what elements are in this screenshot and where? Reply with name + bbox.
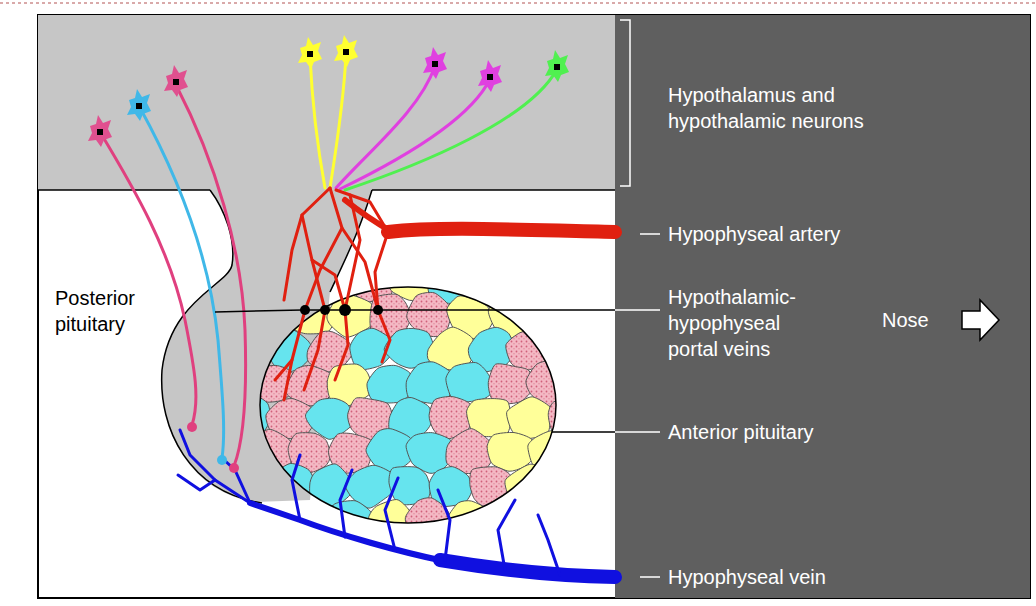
- leader-line: [640, 233, 660, 235]
- bracket: [620, 20, 630, 186]
- gland-cell: [545, 331, 591, 371]
- leader-line: [552, 431, 615, 433]
- portal-vein: [304, 310, 325, 390]
- axons: [100, 54, 557, 466]
- lobe-label: Anterior pituitary: [668, 419, 968, 445]
- gland-cell: [505, 464, 551, 505]
- axon: [139, 106, 224, 458]
- anterior-lobe-outline: [260, 287, 556, 523]
- neuron-body: [334, 35, 358, 67]
- gland-cell: [548, 468, 594, 508]
- region-label: Hypothalamus and hypothalamic neurons: [668, 82, 908, 134]
- hypothalamus-region: [38, 15, 615, 190]
- hypophyseal-vein: [440, 560, 615, 577]
- axon: [330, 54, 346, 188]
- portal-vein: [378, 310, 390, 362]
- axon: [345, 69, 557, 190]
- leader-line: [640, 576, 660, 578]
- neuron-body: [423, 47, 447, 79]
- gland-cell: [469, 263, 516, 302]
- neuron-body: [164, 65, 188, 97]
- gland-cell: [247, 295, 293, 339]
- gland-cell: [529, 298, 576, 338]
- label-holder: Anterior pituitary: [668, 419, 968, 445]
- gland-cell: [367, 365, 412, 403]
- portal-vein: [335, 310, 348, 380]
- infundibulum-posterior-lobe: [162, 190, 372, 502]
- leader-line: [305, 309, 615, 311]
- label-holder: Hypothalamus and hypothalamic neurons: [668, 82, 908, 134]
- veins: [178, 430, 615, 577]
- neuron-body: [545, 50, 569, 82]
- label-panel: [615, 15, 1030, 598]
- posterior-lobe-outline: [162, 190, 262, 503]
- gland-cell: [227, 330, 272, 371]
- gland-cell: [548, 262, 594, 302]
- axon: [340, 79, 490, 189]
- frame: [38, 15, 1030, 598]
- gland-cell: [446, 362, 495, 401]
- anterior-cells: [225, 259, 594, 542]
- neuron-body: [127, 89, 151, 121]
- gland-cell: [528, 431, 575, 475]
- neuron-body: [298, 37, 322, 69]
- leader-line: [615, 309, 660, 311]
- top-rule: [0, 2, 1036, 4]
- leader-line: [615, 431, 660, 433]
- label-holder: Posterior pituitary: [55, 285, 185, 337]
- axon-terminals: [187, 422, 239, 473]
- gland-cell: [504, 260, 550, 301]
- vessel-label: Hypophyseal vein: [668, 564, 968, 590]
- vessel-label: Hypophyseal artery: [668, 221, 968, 247]
- leader-lines: [215, 20, 660, 577]
- label-holder: Nose: [882, 307, 952, 333]
- label-holder: Hypophyseal vein: [668, 564, 968, 590]
- portal-vein: [284, 310, 305, 400]
- axon: [336, 66, 435, 188]
- axon: [310, 56, 325, 188]
- label-holder: Hypophyseal artery: [668, 221, 968, 247]
- gland-cell: [271, 264, 312, 302]
- orientation-label: Nose: [882, 307, 952, 333]
- capillaries: [275, 188, 615, 400]
- lobe-label: Posterior pituitary: [55, 285, 185, 337]
- gland-cell: [228, 262, 273, 302]
- neuron-body: [478, 60, 502, 92]
- vessel-label: Hypothalamic-hypophyseal portal veins: [668, 284, 818, 362]
- gland-cell: [484, 498, 531, 539]
- vein-branch: [250, 503, 444, 561]
- axon: [100, 132, 196, 425]
- portal-dots: [300, 304, 615, 316]
- axon: [176, 85, 246, 466]
- neuron-body: [88, 115, 112, 147]
- hypophyseal-artery: [388, 229, 615, 232]
- direction-arrow: [962, 300, 999, 340]
- gland-cell: [526, 498, 575, 540]
- neuron-bodies: [88, 35, 569, 147]
- label-holder: Hypothalamic-hypophyseal portal veins: [668, 284, 818, 362]
- gland-cell: [447, 501, 494, 541]
- leader-line: [215, 310, 302, 312]
